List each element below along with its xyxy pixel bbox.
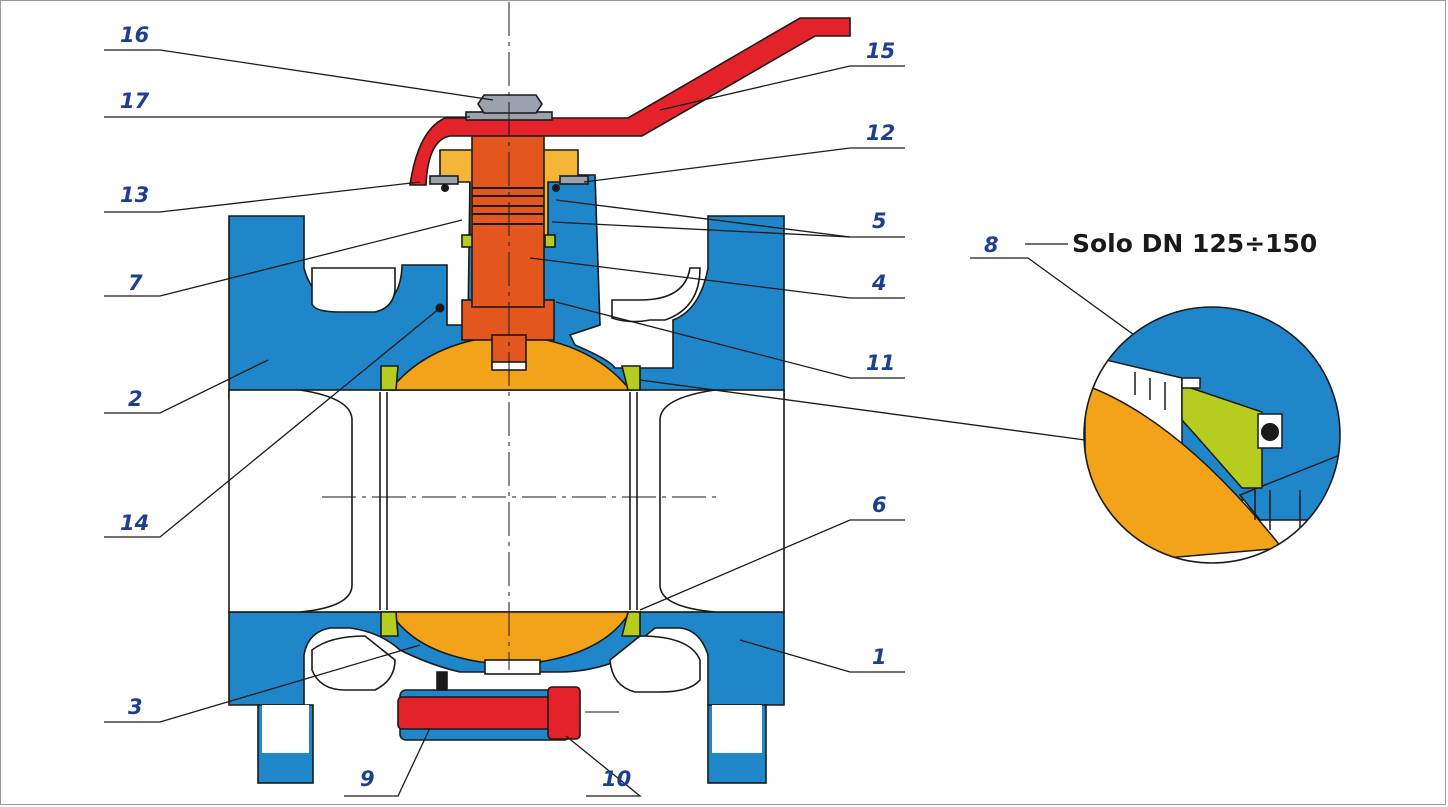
leader-13 — [104, 181, 421, 213]
lower-right-seat — [620, 611, 641, 637]
bore — [228, 389, 785, 613]
detail-view — [1083, 306, 1341, 564]
bottom-bolt — [397, 671, 581, 740]
label-17: 17 — [120, 89, 150, 113]
left-o-ring — [441, 184, 449, 192]
leader-14 — [104, 307, 441, 538]
label-3: 3 — [128, 695, 143, 719]
leader-9 — [344, 727, 431, 797]
handle-lever — [409, 17, 851, 186]
left-foot-bolt-hole — [262, 705, 309, 753]
stem — [471, 134, 545, 308]
bore-passage — [228, 389, 785, 613]
label-9: 9 — [360, 767, 375, 791]
label-1: 1 — [872, 645, 887, 669]
detail-seat — [1181, 383, 1263, 489]
label-7: 7 — [128, 271, 143, 295]
bolt-shank — [397, 696, 551, 730]
leader-4 — [529, 257, 905, 299]
detail-outline — [1083, 306, 1341, 564]
leader-2 — [104, 359, 269, 414]
label-5: 5 — [872, 209, 887, 233]
leader-5b — [551, 221, 851, 238]
ball-trunnion-slot — [484, 659, 541, 675]
detail-ball — [1084, 383, 1284, 563]
left-lower-pocket — [311, 635, 396, 691]
leader-12 — [583, 147, 905, 183]
leader-10 — [565, 735, 642, 797]
leader-lines — [104, 49, 1266, 797]
handle-nut — [477, 94, 543, 114]
label-6: 6 — [872, 493, 887, 517]
leader-15 — [659, 65, 905, 111]
upper-left-seat — [380, 365, 399, 391]
packing-rings — [472, 187, 544, 225]
right-bushing — [544, 234, 556, 248]
right-foot-bolt-hole — [712, 705, 762, 753]
label-11: 11 — [866, 351, 895, 375]
left-stop-plate — [429, 175, 459, 185]
lower-left-seat — [380, 611, 399, 637]
bolt-locator — [436, 671, 448, 691]
label-12: 12 — [866, 121, 895, 145]
label-13: 13 — [120, 183, 149, 207]
label-14: 14 — [120, 511, 149, 535]
leader-1 — [739, 639, 905, 673]
right-bore-edge — [659, 389, 716, 613]
seats — [380, 365, 641, 637]
right-o-ring — [552, 184, 560, 192]
left-bushing — [461, 234, 473, 248]
size-note: Solo DN 125÷150 — [1072, 229, 1317, 258]
label-8: 8 — [984, 233, 999, 257]
label-10: 10 — [602, 767, 631, 791]
detail-seat-gap — [1181, 377, 1201, 389]
centerlines — [322, 2, 718, 713]
part-labels: 16 17 13 7 2 14 3 9 10 15 12 5 4 11 6 1 … — [120, 23, 1317, 791]
detail-body-lower — [1238, 453, 1340, 521]
bolt-nut — [547, 686, 581, 740]
right-lower-pocket — [609, 635, 701, 693]
left-flange-pocket — [311, 267, 396, 313]
label-4: 4 — [871, 271, 887, 295]
leader-3 — [104, 644, 421, 723]
leader-detail — [639, 379, 1086, 441]
label-16: 16 — [120, 23, 149, 47]
left-bore-edge — [299, 389, 353, 613]
leader-6 — [639, 519, 905, 611]
leader-16 — [104, 49, 494, 101]
leader-11 — [555, 301, 905, 379]
label-15: 15 — [866, 39, 895, 63]
detail-o-ring — [1261, 423, 1279, 441]
upper-right-seat — [620, 365, 641, 391]
label-2: 2 — [128, 387, 143, 411]
right-stop-plate — [559, 175, 589, 185]
leader-7 — [104, 219, 463, 297]
